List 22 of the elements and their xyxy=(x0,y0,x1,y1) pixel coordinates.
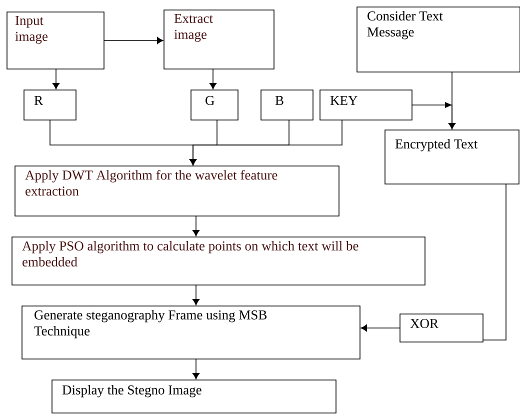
process-box: Display the Stegno Image xyxy=(52,380,336,414)
box: XOR xyxy=(400,314,484,342)
process-box: Apply PSO algorithm to calculate points on which text will be embedded xyxy=(12,236,426,286)
arrow xyxy=(360,324,400,332)
arrow xyxy=(190,120,342,166)
arrow xyxy=(412,102,456,130)
box: Consider Text Message xyxy=(356,6,520,72)
arrow xyxy=(192,358,200,380)
arrow xyxy=(210,68,217,90)
box: Encrypted Text xyxy=(384,130,520,184)
process-box: Generate steganography Frame using MSB Technique xyxy=(22,306,360,360)
box: Input image xyxy=(6,12,104,70)
box: B xyxy=(260,90,314,120)
box: R xyxy=(24,90,76,120)
arrow xyxy=(192,216,200,236)
arrow xyxy=(192,284,200,306)
box: KEY xyxy=(320,90,412,120)
process-box: Apply DWT Algorithm for the wavelet feature extraction xyxy=(14,166,340,216)
box: G xyxy=(190,90,238,120)
box: Extract image xyxy=(164,10,274,70)
arrow xyxy=(104,37,164,44)
arrow xyxy=(52,68,60,90)
